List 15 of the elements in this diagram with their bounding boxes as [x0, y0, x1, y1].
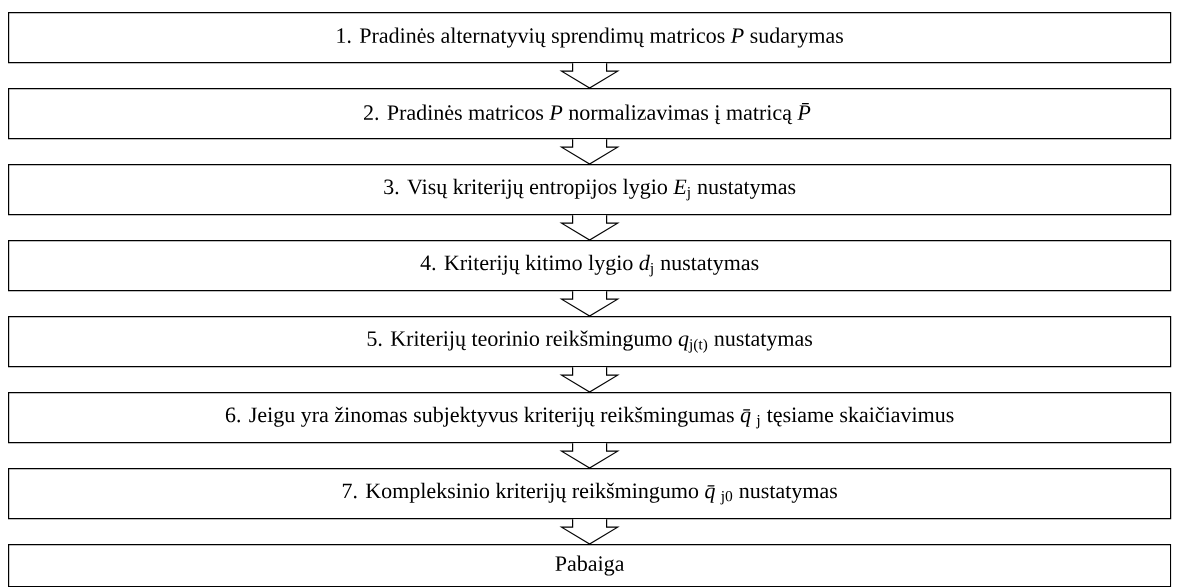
block-arrow [559, 442, 620, 469]
block-arrow [559, 138, 620, 165]
block-arrow [559, 290, 620, 317]
block-arrow [559, 366, 620, 393]
block-arrow [559, 214, 620, 241]
process-box: 2. Pradinės matricos P normalizavimas į matricą P̄ [8, 88, 1172, 140]
process-box: 3. Visų kriterijų entropijos lygio E$_{j}$ nustatymas [8, 164, 1172, 216]
block-arrow [559, 518, 620, 545]
process-box: Pabaiga [8, 544, 1172, 587]
process-box: 1. Pradinės alternatyvių sprendimų matricos P sudarymas [8, 12, 1172, 64]
process-box: 4. Kriterijų kitimo lygio d$_{j}$ nustatymas [8, 240, 1172, 292]
process-box: 5. Kriterijų teorinio reikšmingumo q$_{j(t)}$ nustatymas [8, 316, 1172, 368]
process-box: 6. Jeigu yra žinomas subjektyvus kriterijų reikšmingumas q̄$_{j}$ tęsiame skaičiavimus [8, 392, 1172, 444]
block-arrow [559, 62, 620, 89]
process-box: 7. Kompleksinio kriterijų reikšmingumo q̄$_{j0}$ nustatymas [8, 468, 1172, 520]
